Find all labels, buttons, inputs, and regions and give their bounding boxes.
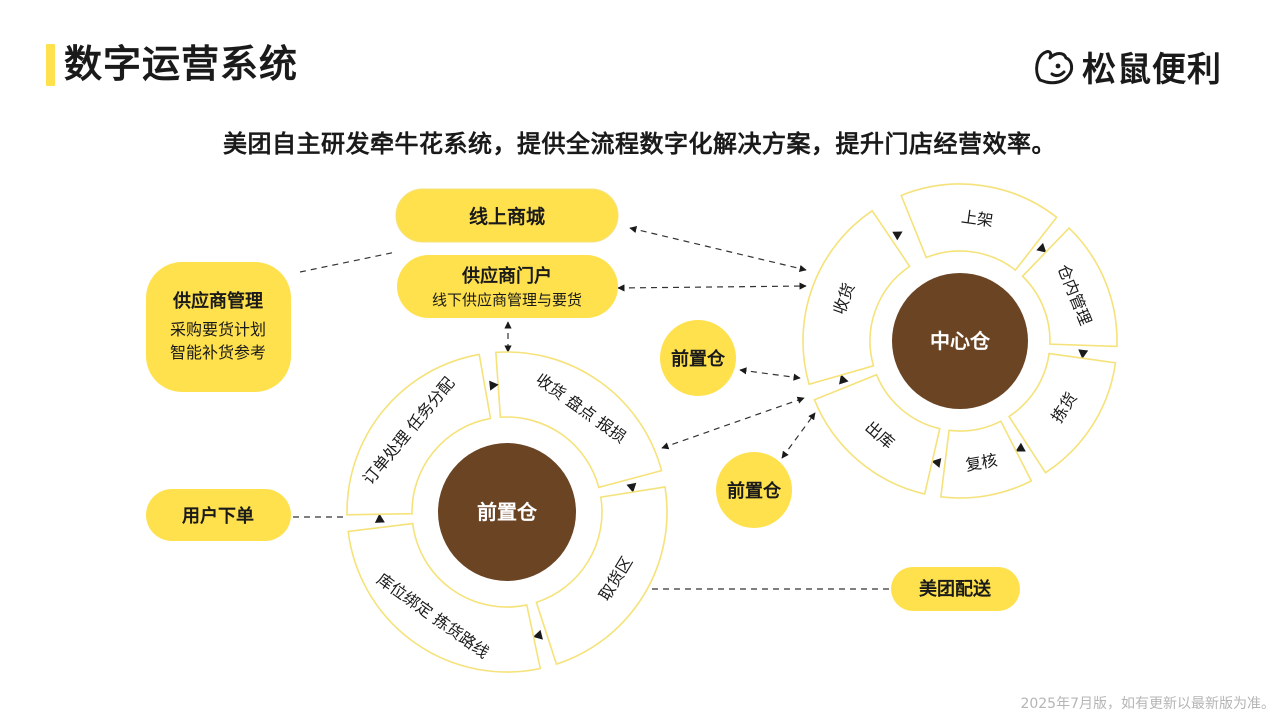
connector-ring-central (661, 396, 805, 450)
supplier-portal-desc: 线下供应商管理与要货 (432, 291, 582, 309)
front-ring-flow-arrow (626, 482, 637, 493)
central-ring-flow-arrow (1036, 242, 1047, 253)
front-warehouse-b-label: 前置仓 (727, 480, 782, 502)
supplier-mgmt-title: 供应商管理 (172, 290, 263, 312)
user-order-label: 用户下单 (182, 505, 254, 527)
front-warehouse-b: 前置仓 (716, 452, 792, 528)
front-ring-segment (346, 353, 492, 516)
title-accent-bar (46, 44, 55, 86)
central-ring-segment (1021, 226, 1118, 348)
supplier-mgmt-card: 供应商管理 采购要货计划 智能补货参考 (146, 262, 291, 392)
central-ring-flow-arrow (931, 458, 942, 468)
brand-name: 松鼠便利 (1082, 49, 1222, 90)
brand-logo: 松鼠便利 (1032, 40, 1222, 92)
front-ring-flow-arrow (532, 629, 543, 640)
central-ring-flow-arrow (892, 231, 903, 241)
connector-portal-central (617, 282, 807, 292)
connector-fw-a-central (739, 367, 801, 381)
front-warehouse-label: 前置仓 (477, 500, 538, 524)
central-warehouse-hub (892, 273, 1028, 409)
front-warehouse-a: 前置仓 (660, 320, 736, 396)
front-ring-segment (347, 522, 542, 673)
squirrel-logo-icon (1035, 50, 1074, 85)
central-ring-segment (802, 209, 911, 386)
connector-fw-b-central (781, 412, 816, 459)
front-ring-flow-arrow (489, 380, 499, 391)
front-warehouse-a-label: 前置仓 (671, 348, 726, 370)
page-title: 数字运营系统 (64, 42, 299, 86)
central-ring-segment (900, 183, 1058, 272)
online-mall-label: 线上商城 (469, 205, 545, 228)
front-warehouse-hub (438, 443, 576, 581)
supplier-mgmt-line1: 采购要货计划 (170, 320, 266, 339)
front-ring-segment (494, 351, 663, 489)
page-subtitle: 美团自主研发牵牛花系统，提供全流程数字化解决方案，提升门店经营效率。 (223, 130, 1056, 158)
version-footnote: 2025年7月版，如有更新以最新版为准。 (1020, 696, 1275, 712)
central-warehouse-label: 中心仓 (930, 329, 991, 353)
central-ring-segment (1007, 352, 1117, 474)
user-order-pill: 用户下单 (146, 489, 291, 541)
connectors (293, 226, 890, 590)
supplier-portal-pill: 供应商门户 线下供应商管理与要货 (397, 255, 618, 318)
connector-supplier-mgmt (299, 251, 397, 273)
central-ring-flow-arrow (1015, 442, 1026, 452)
front-ring-segment (535, 486, 668, 666)
meituan-delivery-pill: 美团配送 (891, 567, 1020, 611)
central-ring-segment-label: 上架 (960, 207, 994, 230)
meituan-delivery-label: 美团配送 (919, 578, 992, 600)
supplier-portal-title: 供应商门户 (461, 265, 552, 287)
front-ring-flow-arrow (374, 513, 385, 523)
online-mall-pill: 线上商城 (395, 188, 619, 243)
central-ring-flow-arrow (1078, 349, 1089, 359)
central-ring-flow-arrow (839, 374, 849, 385)
connector-mall-central (629, 226, 807, 272)
central-ring-segment (813, 373, 941, 495)
central-ring-segment (939, 420, 1033, 499)
supplier-mgmt-line2: 智能补货参考 (170, 343, 266, 362)
